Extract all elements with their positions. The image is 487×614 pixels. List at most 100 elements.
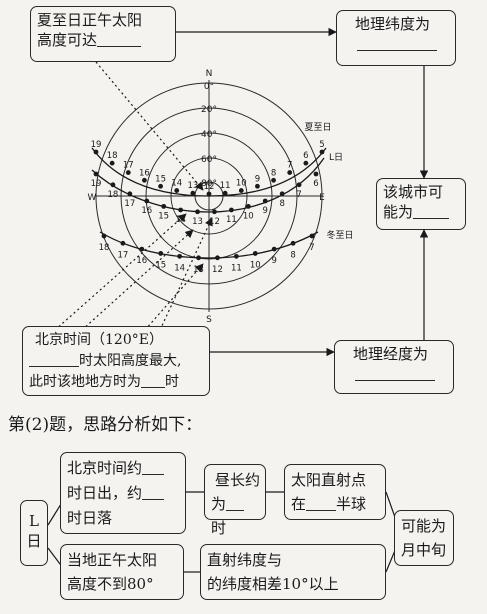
beijing-time-blank1 (29, 350, 79, 367)
winter-hour-1: 17 (117, 250, 128, 260)
summer-point-9 (238, 188, 244, 193)
latitude-box: 地理纬度为 (336, 10, 456, 66)
summer-hour-3: 16 (139, 168, 150, 178)
summer-point-10 (255, 183, 260, 189)
summer-point-12 (287, 170, 293, 175)
l-day-point-9 (245, 203, 251, 209)
altitude-label-0: N (206, 69, 213, 79)
l-day-hour-1: 18 (108, 190, 119, 200)
l-day-point-13 (313, 171, 319, 177)
summer-hour-8: 11 (220, 181, 231, 191)
l-day-hour-0: 19 (91, 179, 102, 189)
daylength-box: 昼长约 为时 (204, 464, 266, 537)
l-day-point-7 (212, 209, 217, 215)
winter-hour-10: 8 (290, 250, 295, 260)
latitude-line1: 地理纬度为 (355, 15, 431, 33)
winter-point-2 (139, 246, 145, 252)
winter-hour-4: 14 (174, 263, 185, 273)
summer-point-8 (222, 190, 228, 196)
winter-point-10 (290, 240, 296, 246)
possible-box: 可能为 月中旬 (394, 510, 454, 566)
altitude-label-2: 20° (201, 105, 217, 115)
l-day-point-10 (262, 198, 268, 204)
l-day-curve-label: L日 (329, 152, 343, 163)
direct-point-box: 太阳直射点 在半球 (284, 464, 386, 520)
beijing-time-line1: 北京时间（120°E） (35, 332, 163, 348)
l-day-point-12 (296, 182, 302, 188)
summer-point-3 (142, 177, 147, 183)
winter-hour-8: 10 (250, 260, 261, 270)
winter-point-1 (120, 240, 126, 246)
summer-hour-13: 6 (303, 151, 308, 161)
pointer-time-d (159, 217, 213, 331)
winter-point-9 (271, 246, 277, 252)
l-day-hour-2: 17 (124, 199, 135, 209)
summer-point-4 (158, 183, 163, 189)
lat-diff-line2: 的纬度相差10°以上 (207, 575, 339, 593)
summer-hour-2: 17 (123, 161, 134, 171)
winter-point-5 (196, 255, 201, 261)
daylength-blank (226, 494, 245, 511)
longitude-line1: 地理经度为 (353, 345, 429, 363)
winter-point-11 (309, 233, 315, 239)
summer-point-0 (93, 149, 99, 155)
l-day-point-5 (178, 207, 184, 213)
direct-point-line1: 太阳直射点 (291, 471, 367, 489)
bj-sunrise-box: 北京时间约 时日出，约 时日落 (60, 452, 186, 534)
beijing-time-box: 北京时间（120°E） 时太阳高度最大, 此时该地地方时为时 (22, 326, 210, 396)
l-day-hour-7: 12 (209, 217, 220, 227)
summer-point-6 (190, 190, 196, 196)
l-day-point-0 (93, 171, 99, 177)
winter-hour-5: 13 (193, 265, 204, 275)
l-day-point-3 (144, 198, 150, 204)
summer-point-5 (174, 188, 180, 193)
noon-below-box: 当地正午太阳 高度不到80° (60, 544, 184, 600)
bj-sunrise-blank2 (142, 483, 165, 500)
summer-point-11 (271, 177, 276, 183)
l-day-hour-12: 7 (296, 190, 301, 200)
summer-hour-4: 15 (155, 174, 166, 184)
summer-hour-6: 13 (187, 181, 198, 191)
noon-below-line2: 高度不到80° (67, 575, 154, 593)
l-day-hour-5: 14 (175, 215, 186, 225)
west-label: W (88, 193, 97, 203)
winter-point-7 (233, 253, 239, 259)
winter-point-8 (252, 251, 258, 256)
winter-hour-3: 15 (155, 260, 166, 270)
summer-point-7 (206, 191, 212, 197)
l-day-hour-13: 6 (313, 179, 318, 189)
altitude-label-1: 0° (204, 82, 214, 92)
altitude-label-4: 60° (201, 155, 217, 165)
section-title: 第(2)题，思路分析如下： (8, 415, 203, 435)
l-day-point-11 (279, 191, 285, 197)
bj-sunrise-blank1 (142, 458, 165, 475)
beijing-time-blank2 (141, 371, 165, 388)
city-line2: 能为 (383, 203, 414, 221)
east-label: E (319, 193, 325, 203)
direct-point-blank (306, 494, 337, 511)
l-day-hour-6: 13 (192, 217, 203, 227)
latitude-blank (357, 34, 437, 51)
city-line1: 该城市可 (383, 183, 444, 201)
possible-line2: 月中旬 (401, 541, 447, 559)
lat-diff-line1: 直射纬度与 (207, 551, 283, 569)
noon-altitude-blank (97, 30, 142, 47)
winter-hour-2: 16 (136, 256, 147, 266)
l-day-point-1 (110, 182, 116, 188)
summer-hour-7: 12 (204, 182, 215, 192)
longitude-blank (355, 364, 435, 381)
winter-point-0 (101, 233, 107, 239)
summer-hour-0: 19 (91, 140, 102, 150)
noon-below-line1: 当地正午太阳 (67, 551, 158, 569)
l-day-point-6 (195, 209, 200, 215)
summer-point-13 (303, 160, 309, 166)
l-day-hour-11: 8 (279, 199, 284, 209)
summer-curve-label: 夏至日 (304, 122, 331, 133)
summer-hour-10: 9 (255, 174, 260, 184)
bj-sunrise-line3: 时日落 (67, 509, 113, 527)
noon-altitude-line2: 高度可达 (37, 31, 98, 49)
summer-point-2 (125, 170, 131, 175)
summer-hour-14: 5 (319, 140, 324, 150)
summer-hour-12: 7 (287, 161, 292, 171)
